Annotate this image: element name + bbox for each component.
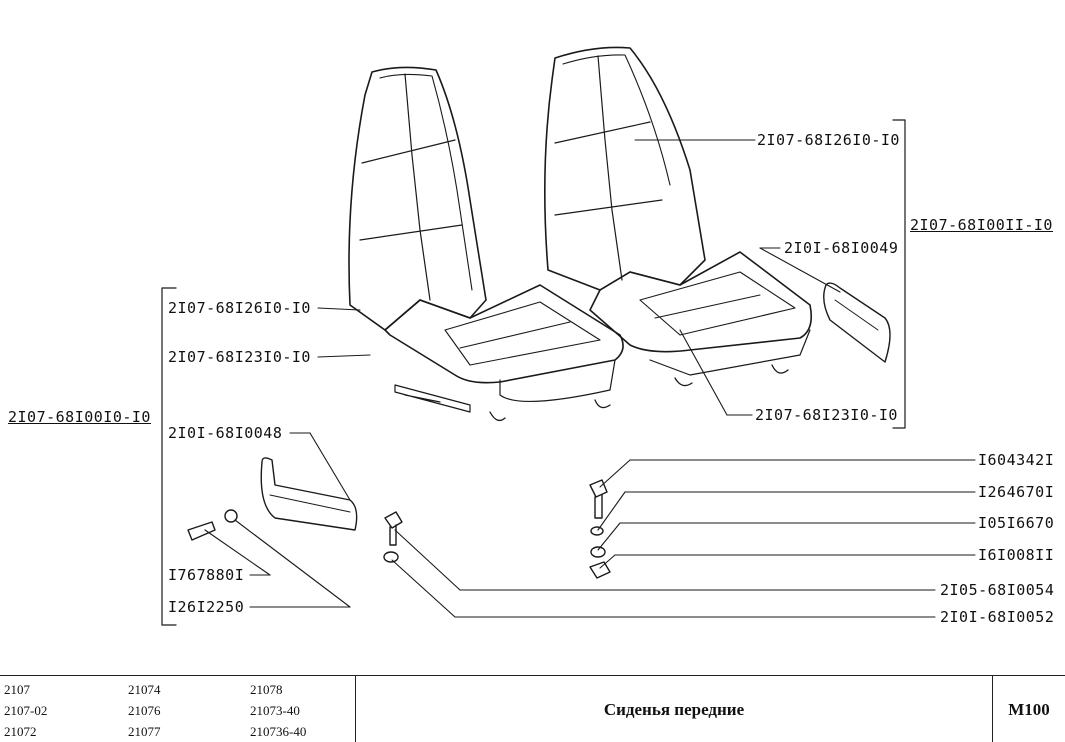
callout-seat-left-assembly: 2I07-68I00I0-I0 [8,408,151,426]
callout-washer-left: I26I2250 [168,598,245,616]
document-title: Сиденья передние [603,700,745,719]
left-cushion [384,284,624,384]
callout-washer-c: 2I0I-68I0052 [940,608,1055,626]
callout-screw: I767880I [168,566,245,584]
trim-right-part [823,282,891,363]
model-code: 21078 [250,682,283,697]
left-backrest [348,66,487,331]
left-seat [348,66,624,422]
callout-trim-left: 2I0I-68I0048 [168,424,283,442]
title-block: 2107 21074 21078 2107-02 21076 21073-40 … [0,675,1065,742]
model-codes: 2107 21074 21078 2107-02 21076 21073-40 … [0,676,355,742]
group-brackets [161,119,906,626]
callout-seat-right-assembly: 2I07-68I00II-I0 [910,216,1053,234]
parts-drawing: 2I07-68I26I0-I0 2I07-68I23I0-I0 2I07-68I… [8,46,1055,626]
callout-bolt-b: 2I05-68I0054 [940,581,1055,599]
divider [355,676,356,742]
document-code: M100 [1008,700,1050,719]
model-code: 21073-40 [250,703,300,718]
model-code: 2107-02 [4,703,48,718]
callout-nut: I6I008II [978,546,1055,564]
seat-illustration [161,46,976,626]
callout-trim-right: 2I0I-68I0049 [784,239,899,257]
callout-cushion-left: 2I07-68I23I0-I0 [168,348,311,366]
callout-washer-b: I05I6670 [978,514,1055,532]
right-cushion [589,251,813,353]
callout-backrest-left: 2I07-68I26I0-I0 [168,299,311,317]
model-code: 2107 [4,682,30,697]
model-code: 21074 [128,682,161,697]
callout-backrest-right: 2I07-68I26I0-I0 [757,131,900,149]
hardware [187,479,611,579]
callout-washer-a: I264670I [978,483,1055,501]
divider [992,676,993,742]
model-code: 21076 [128,703,161,718]
model-code: 21077 [128,724,161,739]
model-code: 210736-40 [250,724,307,739]
right-seat [544,46,813,387]
model-code: 21072 [4,724,37,739]
callout-cushion-right: 2I07-68I23I0-I0 [755,406,898,424]
callout-bolt-a: I604342I [978,451,1055,469]
trim-left-part [260,457,358,531]
leader-lines [204,139,976,618]
right-backrest [544,46,706,291]
